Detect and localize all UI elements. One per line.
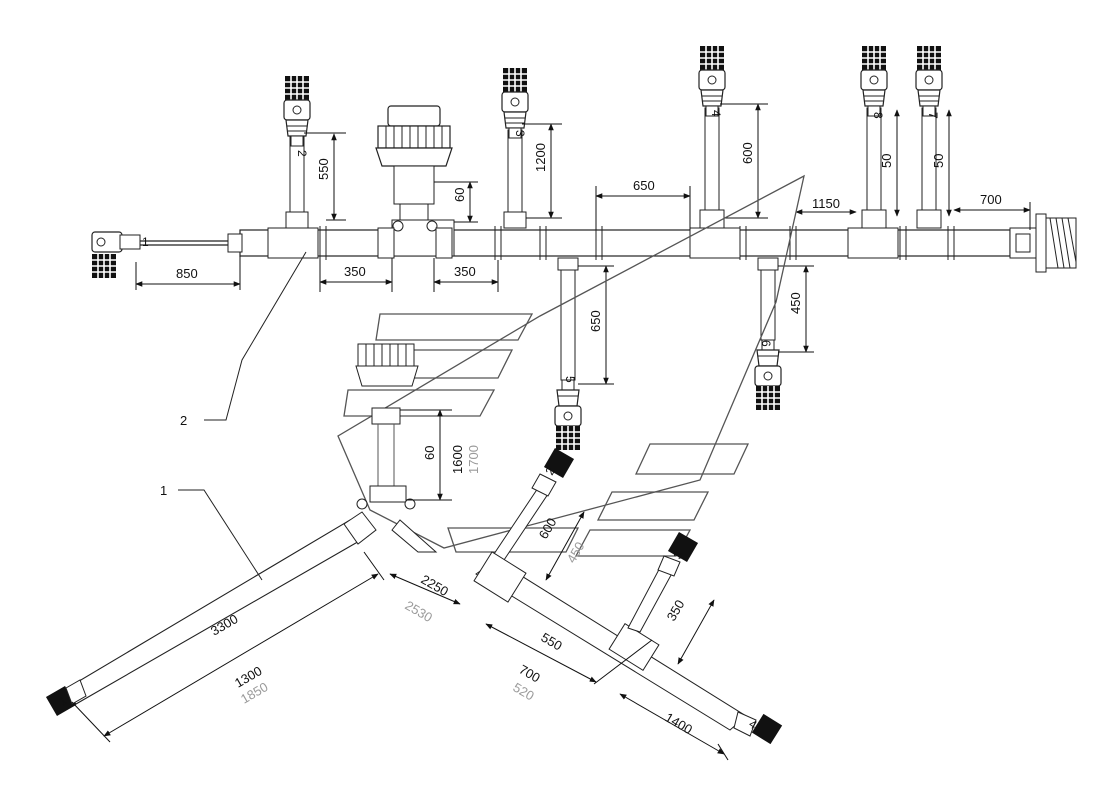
dim-350-right: 350: [454, 264, 476, 279]
dim-lower-2250-ghost: 2530: [403, 598, 436, 625]
lower-cable-to-connector-2: [489, 447, 575, 567]
callout-part-1: 1: [160, 483, 167, 498]
dim-550: 550: [316, 158, 331, 180]
dim-lower-350: 350: [664, 597, 688, 623]
drop-4: [699, 46, 725, 229]
dim-lower-600-ghost: 450: [564, 539, 588, 565]
lower-dimension-lines: [71, 409, 729, 761]
dim-600-upper: 600: [740, 142, 755, 164]
drop-6: [755, 257, 781, 410]
upper-dimension-lines: [135, 103, 1031, 385]
lower-harness: 1 2 3 4: [45, 343, 783, 761]
dim-50-right: 50: [931, 154, 946, 168]
main-trunk-cable: [140, 226, 1011, 260]
label-connector-2: 2: [295, 150, 309, 157]
dim-700-upper: 700: [980, 192, 1002, 207]
dim-1150: 1150: [812, 196, 840, 211]
upper-harness: 1 2: [91, 46, 1077, 450]
drop-8: [861, 46, 887, 229]
dim-450: 450: [788, 292, 803, 314]
dim-lower-2250: 2250: [419, 572, 452, 599]
dim-lower-60: 60: [422, 446, 437, 460]
dim-1200: 1200: [533, 143, 548, 172]
dim-60: 60: [452, 188, 467, 202]
label-connector-1: 1: [142, 235, 149, 249]
label-connector-5: 5: [563, 376, 577, 383]
dim-650-horizontal: 650: [633, 178, 655, 193]
dim-350-left: 350: [344, 264, 366, 279]
drop-3: [502, 68, 528, 229]
dim-lower-600: 600: [536, 515, 560, 541]
dim-50-left: 50: [879, 154, 894, 168]
dim-650-vertical: 650: [588, 310, 603, 332]
label-connector-7: 7: [926, 112, 940, 119]
central-gland-connector: [375, 105, 455, 259]
callout-part-2: 2: [180, 413, 187, 428]
lower-branch-cable: [473, 531, 783, 745]
dim-850: 850: [176, 266, 198, 281]
dim-lower-550: 550: [539, 630, 565, 654]
dim-lower-1400: 1400: [663, 710, 696, 737]
dim-lower-1600: 1600: [450, 445, 465, 474]
label-connector-6: 6: [759, 340, 773, 347]
dim-lower-1600-ghost: 1700: [466, 445, 481, 474]
lower-gland-connector: [355, 343, 419, 510]
label-connector-3: 3: [513, 130, 527, 137]
drop-5: [555, 257, 581, 450]
label-connector-4: 4: [709, 110, 723, 117]
label-connector-8: 8: [871, 112, 885, 119]
drop-7: [916, 46, 942, 229]
drop-2: [284, 76, 310, 229]
connector-1-upper: [91, 231, 141, 279]
bulkhead-connector: [1009, 213, 1077, 273]
part-callouts: [178, 251, 307, 581]
